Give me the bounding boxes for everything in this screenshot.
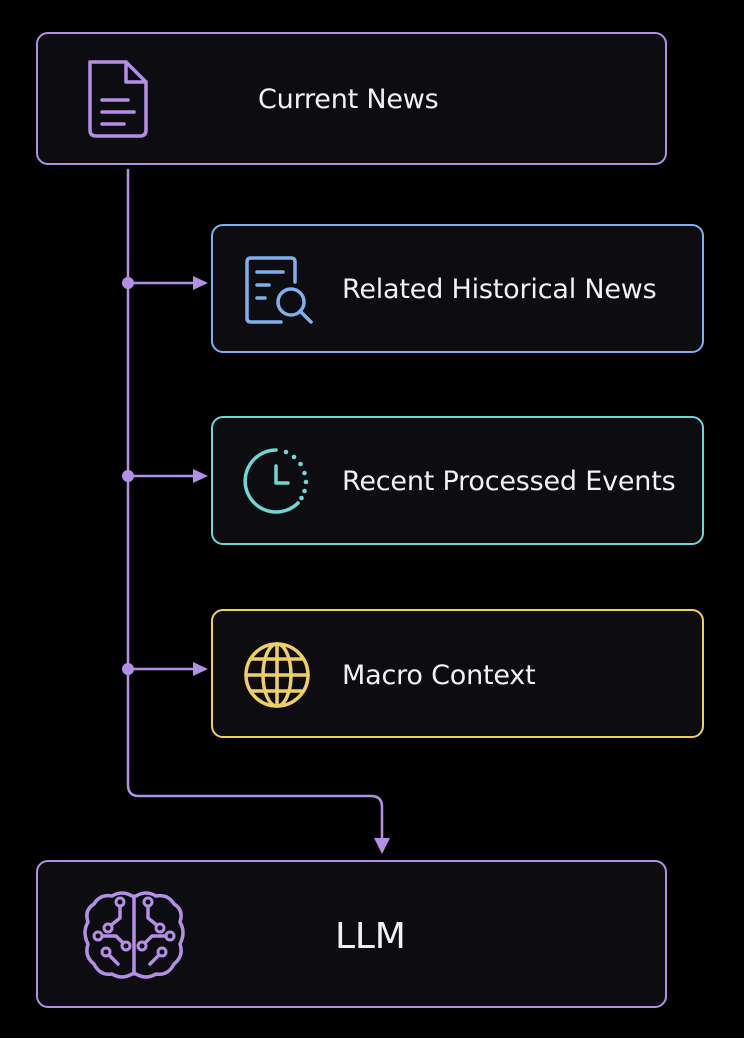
node-label: Macro Context [342, 660, 536, 691]
brain-icon [83, 891, 185, 979]
macro-context-node: Macro Context [211, 609, 704, 738]
node-label: LLM [335, 916, 406, 957]
arrowhead [193, 662, 208, 676]
node-label: Related Historical News [342, 274, 657, 305]
trunk-line [126, 168, 384, 840]
junction-dot [122, 663, 134, 675]
node-label: Current News [258, 84, 439, 115]
document-icon [88, 60, 148, 138]
current-news-node: Current News [36, 32, 667, 165]
arrowhead [193, 276, 208, 290]
clock-icon [243, 448, 309, 514]
llm-node: LLM [36, 860, 667, 1008]
junction-dot [122, 277, 134, 289]
arrowhead [193, 469, 208, 483]
recent-processed-events-node: Recent Processed Events [211, 416, 704, 545]
globe-icon [244, 642, 310, 708]
document-search-icon [245, 256, 313, 324]
node-label: Recent Processed Events [342, 466, 676, 497]
arrowhead [374, 838, 390, 854]
related-historical-news-node: Related Historical News [211, 224, 704, 353]
junction-dot [122, 470, 134, 482]
